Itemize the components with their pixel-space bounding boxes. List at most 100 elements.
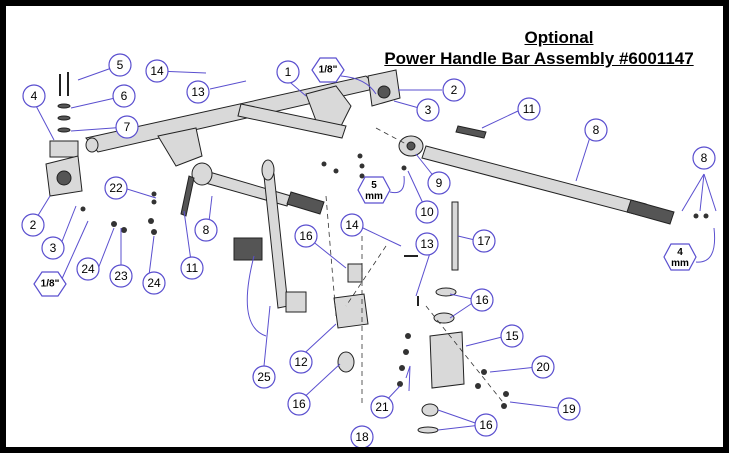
callout-18: 18 (350, 425, 374, 447)
callout-24-left: 24 (76, 257, 100, 281)
callout-2-left: 2 (21, 213, 45, 237)
right-lever (455, 125, 487, 139)
svg-text:1/8": 1/8" (319, 65, 338, 76)
callout-1: 1 (276, 60, 300, 84)
svg-text:8: 8 (593, 123, 600, 137)
collar (398, 135, 424, 157)
callout-21: 21 (370, 395, 394, 419)
svg-text:13: 13 (420, 237, 434, 251)
left-lever (180, 175, 195, 217)
left-clamp (45, 140, 83, 197)
callout-7: 7 (115, 115, 139, 139)
svg-text:5: 5 (117, 58, 124, 72)
diagram-sheet: Optional Power Handle Bar Assembly #6001… (6, 6, 723, 447)
callout-13-top: 13 (186, 80, 210, 104)
svg-text:6: 6 (121, 89, 128, 103)
callout-9: 9 (427, 171, 451, 195)
hex-1-8-top: 1/8" (311, 57, 345, 83)
right-handle-bar (421, 145, 675, 225)
title-optional: Optional (524, 28, 594, 47)
svg-text:3: 3 (425, 103, 432, 117)
callout-23: 23 (109, 264, 133, 288)
callout-20: 20 (531, 355, 555, 379)
svg-text:12: 12 (294, 355, 308, 369)
svg-text:16: 16 (299, 229, 313, 243)
callout-10: 10 (415, 200, 439, 224)
svg-text:2: 2 (451, 83, 458, 97)
svg-text:7: 7 (124, 120, 131, 134)
callout-16-c: 16 (287, 392, 311, 416)
callout-25: 25 (252, 365, 276, 389)
left-fasteners (57, 72, 71, 133)
callout-3-right: 3 (416, 98, 440, 122)
svg-text:18: 18 (355, 430, 369, 444)
callout-17: 17 (472, 229, 496, 253)
callout-8-left: 8 (194, 218, 218, 242)
callout-11-left: 11 (180, 256, 204, 280)
svg-text:2: 2 (30, 218, 37, 232)
svg-text:1/8": 1/8" (41, 279, 60, 290)
callout-14-top: 14 (145, 59, 169, 83)
svg-text:8: 8 (701, 151, 708, 165)
svg-text:4: 4 (31, 89, 38, 103)
actuator-column (233, 159, 307, 337)
callout-3-left: 3 (41, 236, 65, 260)
callout-12: 12 (289, 350, 313, 374)
svg-text:14: 14 (345, 218, 359, 232)
svg-text:13: 13 (191, 85, 205, 99)
callout-24-right: 24 (142, 271, 166, 295)
svg-text:4mm: 4mm (671, 247, 689, 269)
callout-6: 6 (112, 84, 136, 108)
svg-text:17: 17 (477, 234, 491, 248)
callout-19: 19 (557, 397, 581, 421)
assembly-lines (325, 127, 507, 407)
svg-text:5mm: 5mm (365, 180, 383, 202)
svg-text:23: 23 (114, 269, 128, 283)
callouts: 1 2 2 3 3 4 5 6 7 8 8 8 9 10 11 11 12 13… (21, 53, 716, 447)
svg-text:19: 19 (562, 402, 576, 416)
callout-8-right: 8 (584, 118, 608, 142)
callout-13-mid: 13 (415, 232, 439, 256)
svg-text:9: 9 (436, 176, 443, 190)
callout-15: 15 (500, 324, 524, 348)
mid-bracket (157, 127, 203, 167)
callout-5: 5 (108, 53, 132, 77)
svg-text:11: 11 (186, 261, 199, 275)
svg-text:15: 15 (505, 329, 519, 343)
right-clamp (367, 69, 401, 107)
title-block: Optional Power Handle Bar Assembly #6001… (369, 28, 709, 70)
svg-text:21: 21 (375, 400, 389, 414)
callout-11-right: 11 (517, 97, 541, 121)
callout-14-mid: 14 (340, 213, 364, 237)
left-handle-bar (191, 162, 325, 215)
svg-text:14: 14 (150, 64, 164, 78)
title-assembly: Power Handle Bar Assembly #6001147 (384, 49, 694, 68)
lower-assembly (333, 201, 509, 434)
svg-text:25: 25 (257, 370, 271, 384)
svg-text:20: 20 (536, 360, 550, 374)
callout-4: 4 (22, 84, 46, 108)
svg-text:11: 11 (523, 102, 536, 116)
svg-text:8: 8 (203, 223, 210, 237)
svg-text:24: 24 (147, 276, 161, 290)
svg-text:3: 3 (50, 241, 57, 255)
callout-16-b: 16 (470, 288, 494, 312)
callout-8-far: 8 (692, 146, 716, 170)
svg-text:16: 16 (479, 418, 493, 432)
callout-16-a: 16 (294, 224, 318, 248)
callout-22: 22 (104, 176, 128, 200)
svg-text:10: 10 (420, 205, 434, 219)
hex-1-8-left: 1/8" (33, 271, 67, 297)
small-hardware (80, 153, 709, 235)
callout-2-right: 2 (442, 78, 466, 102)
svg-text:22: 22 (109, 181, 123, 195)
callout-16-d: 16 (474, 413, 498, 437)
exploded-view: 1 2 2 3 3 4 5 6 7 8 8 8 9 10 11 11 12 13… (21, 53, 717, 447)
svg-text:16: 16 (292, 397, 306, 411)
svg-text:1: 1 (285, 65, 292, 79)
upper-tube (237, 103, 347, 139)
